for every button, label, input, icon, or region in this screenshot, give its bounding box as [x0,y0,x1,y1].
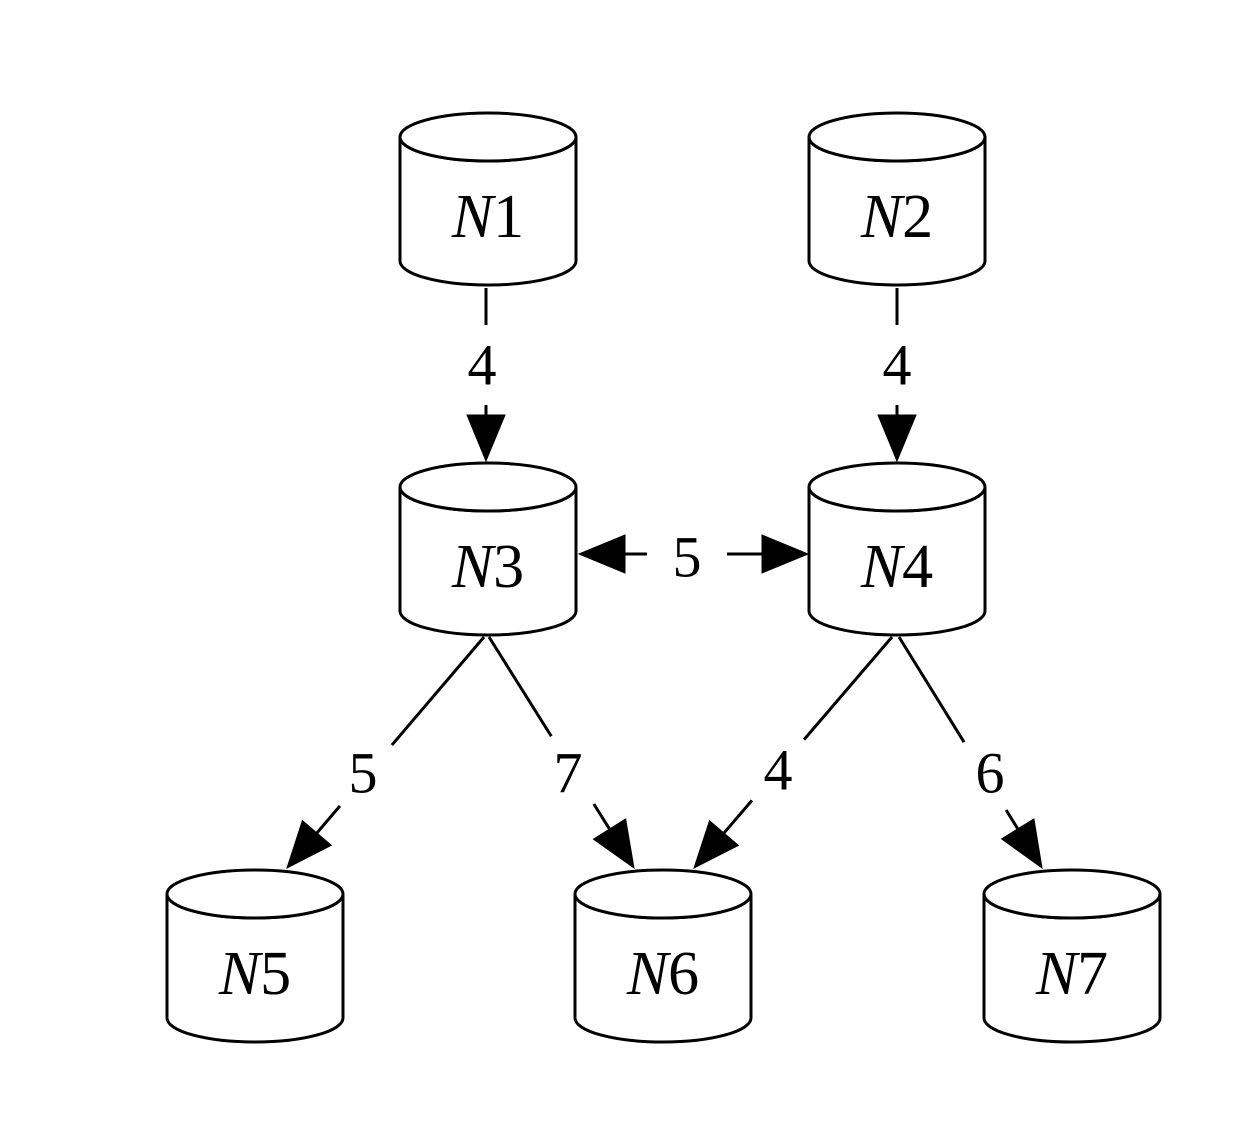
edge-line-segment [897,636,966,743]
node-n5: N5 [165,868,345,1044]
arrowhead-icon [286,819,333,869]
node-label-letter: N [860,183,906,251]
edge-weight-label: 6 [976,741,1005,806]
edge-n3-n5: 5 [286,636,486,869]
edge-n3-n6: 7 [487,636,635,870]
edge-line-segment [722,799,754,835]
node-label: N4 [860,533,933,601]
node-label-number: 2 [902,183,933,251]
edge-n3-n4: 5 [577,525,810,590]
node-label-number: 7 [1077,940,1108,1008]
node-label-number: 5 [260,940,291,1008]
edge-n4-n6: 4 [693,636,894,869]
cylinder-top [398,111,578,163]
node-label: N7 [1035,940,1108,1008]
arrowhead-icon [592,818,635,870]
node-label-number: 3 [493,533,524,601]
arrowhead-icon [1000,818,1043,870]
arrowhead-icon [693,819,740,869]
node-label: N6 [626,940,699,1008]
edges-layer: 4 4 5 5 7 4 6 [286,288,1043,870]
node-label-letter: N [860,533,906,601]
edge-line-segment [315,804,342,834]
edge-line-segment [802,636,894,741]
node-label-letter: N [451,533,497,601]
cylinder-top [398,461,578,513]
node-label: N2 [860,183,933,251]
node-label: N5 [218,940,291,1008]
node-label: N1 [451,183,524,251]
cylinder-top [982,868,1162,920]
node-n2: N2 [807,111,987,287]
node-label-letter: N [1035,940,1081,1008]
arrowhead-icon [577,534,626,574]
edge-line-segment [487,636,553,738]
node-label-number: 1 [493,183,524,251]
edge-n2-n4: 4 [877,288,917,463]
cylinder-top [165,868,345,920]
node-label-number: 4 [902,533,933,601]
node-n6: N6 [573,868,753,1044]
node-label-letter: N [626,940,672,1008]
edge-weight-label: 4 [468,333,497,398]
node-label: N3 [451,533,524,601]
edge-n1-n3: 4 [466,288,506,463]
edge-line-segment [1004,809,1020,830]
node-n7: N7 [982,868,1162,1044]
cylinder-top [807,111,987,163]
edge-n4-n7: 6 [897,636,1043,870]
node-n1: N1 [398,111,578,287]
cylinder-top [573,868,753,920]
node-label-letter: N [218,940,264,1008]
node-label-letter: N [451,183,497,251]
arrowhead-icon [877,414,917,463]
edge-weight-label: 5 [349,741,378,806]
edge-weight-label: 7 [554,741,583,806]
node-label-number: 6 [668,940,699,1008]
node-n3: N3 [398,461,578,637]
edge-line-segment [592,803,611,830]
edge-line-segment [390,636,486,747]
arrowhead-icon [466,414,506,463]
edge-weight-label: 5 [673,525,702,590]
node-n4: N4 [807,461,987,637]
edge-weight-label: 4 [764,738,793,803]
edge-weight-label: 4 [883,333,912,398]
arrowhead-icon [761,534,810,574]
cylinder-top [807,461,987,513]
